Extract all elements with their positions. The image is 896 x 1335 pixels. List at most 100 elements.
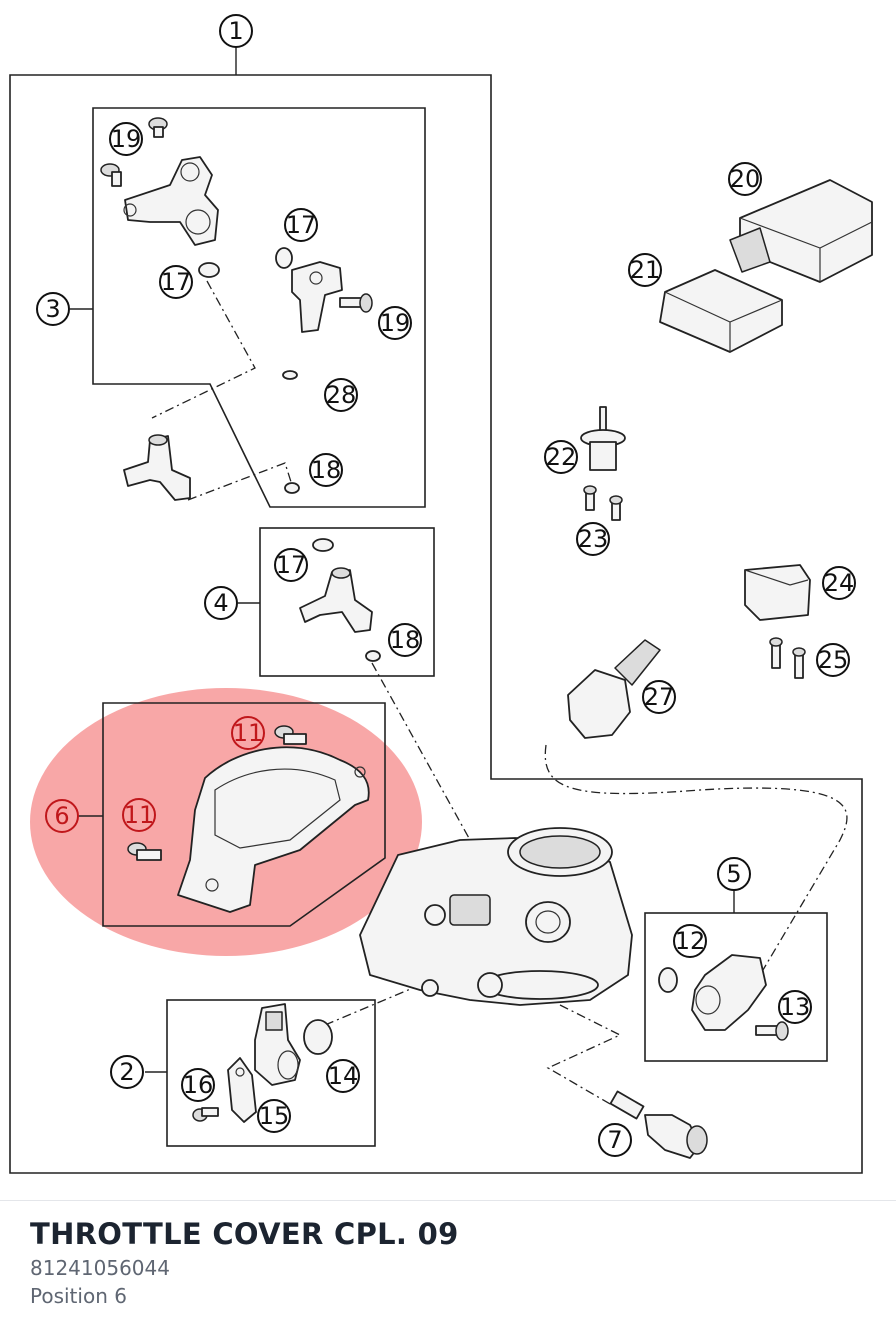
svg-text:1: 1 [228,17,243,45]
throttle-cover-6 [177,746,370,913]
callout-22[interactable]: 22 [544,440,578,474]
group-6-frame [102,702,386,927]
svg-text:2: 2 [119,1058,134,1086]
o-ring-17-group4 [312,538,334,552]
callout-19-right[interactable]: 19 [378,306,412,340]
svg-text:11: 11 [233,719,264,747]
callout-15[interactable]: 15 [257,1099,291,1133]
group-4-frame [259,527,435,677]
svg-text:6: 6 [54,802,69,830]
o-ring-18-group4 [365,650,381,662]
injector-rail-bracket [123,156,219,246]
svg-text:13: 13 [780,993,811,1021]
svg-text:28: 28 [326,381,357,409]
control-unit-21 [659,269,783,353]
callout-11-left[interactable]: 11 [122,798,156,832]
group-5-frame [644,912,828,1062]
throttle-position-sensor-group5 [691,954,767,1031]
svg-text:25: 25 [818,646,849,674]
sensor-24 [744,564,811,621]
bracket-15 [227,1057,257,1123]
clip-28 [282,370,298,380]
screw-13 [755,1021,789,1041]
callout-4[interactable]: 4 [204,586,238,620]
svg-text:11: 11 [124,801,155,829]
callout-16[interactable]: 16 [181,1068,215,1102]
o-ring-18-top [284,482,300,494]
svg-text:18: 18 [390,626,421,654]
callout-21[interactable]: 21 [628,253,662,287]
callout-1[interactable]: 1 [219,14,253,48]
svg-text:21: 21 [630,256,661,284]
footer-divider [0,1200,896,1201]
callout-13[interactable]: 13 [778,990,812,1024]
callout-28[interactable]: 28 [324,378,358,412]
callout-18-group4[interactable]: 18 [388,623,422,657]
svg-text:22: 22 [546,443,577,471]
svg-text:3: 3 [45,295,60,323]
group-3-frame [92,107,426,508]
callout-14[interactable]: 14 [326,1059,360,1093]
sensor-27 [567,639,661,739]
svg-text:24: 24 [824,569,855,597]
part-info-panel: THROTTLE COVER CPL. 09 81241056044 Posit… [30,1214,866,1310]
callout-2[interactable]: 2 [110,1055,144,1089]
part-number: 81241056044 [30,1256,170,1280]
callout-19-top[interactable]: 19 [109,122,143,156]
callout-17-left[interactable]: 17 [159,265,193,299]
svg-text:7: 7 [607,1126,622,1154]
callout-12[interactable]: 12 [673,924,707,958]
svg-text:16: 16 [183,1071,214,1099]
svg-text:17: 17 [161,268,192,296]
svg-text:14: 14 [328,1062,359,1090]
callout-17-right[interactable]: 17 [284,208,318,242]
callout-23[interactable]: 23 [576,522,610,556]
screws-23 [583,485,623,521]
svg-text:19: 19 [111,125,142,153]
callout-17-group4[interactable]: 17 [274,548,308,582]
control-unit-20 [729,179,873,283]
callout-3[interactable]: 3 [36,292,70,326]
o-ring-12 [658,967,678,993]
o-ring-17-right [275,247,293,269]
injector-group-4 [299,567,373,633]
screw-16 [192,1107,219,1122]
screw-19-top [100,117,168,187]
screws-25 [769,637,806,679]
idle-actuator-7 [609,1090,708,1159]
svg-text:12: 12 [675,927,706,955]
sensor-group2 [254,1003,301,1086]
callout-25[interactable]: 25 [816,643,850,677]
group-2-frame [166,999,376,1147]
svg-text:5: 5 [726,860,741,888]
throttle-body [359,827,633,1006]
callout-20[interactable]: 20 [728,162,762,196]
callout-5[interactable]: 5 [717,857,751,891]
callout-24[interactable]: 24 [822,566,856,600]
pressure-sensor-22 [580,406,626,471]
svg-text:17: 17 [286,211,317,239]
group-1-frame [9,74,863,1174]
part-position: Position 6 [30,1284,127,1308]
callout-7[interactable]: 7 [598,1123,632,1157]
o-ring-17-left [198,262,220,278]
svg-text:20: 20 [730,165,761,193]
svg-text:18: 18 [311,456,342,484]
svg-text:27: 27 [644,683,675,711]
svg-text:19: 19 [380,309,411,337]
svg-text:4: 4 [213,589,228,617]
callout-11-top[interactable]: 11 [231,716,265,750]
sensor-part-top [291,261,343,333]
svg-text:17: 17 [276,551,307,579]
callout-6[interactable]: 6 [45,799,79,833]
exploded-parts-diagram: 1 2 3 4 5 6 7 11 11 12 13 14 15 16 17 17… [9,14,873,1174]
callout-27[interactable]: 27 [642,680,676,714]
svg-text:23: 23 [578,525,609,553]
o-ring-14 [303,1019,333,1055]
screw-19-right [339,293,373,313]
injector-group-3 [123,434,191,501]
part-name: THROTTLE COVER CPL. 09 [30,1217,459,1251]
screw-11-top [274,725,307,745]
callout-18-top[interactable]: 18 [309,453,343,487]
svg-text:15: 15 [259,1102,290,1130]
